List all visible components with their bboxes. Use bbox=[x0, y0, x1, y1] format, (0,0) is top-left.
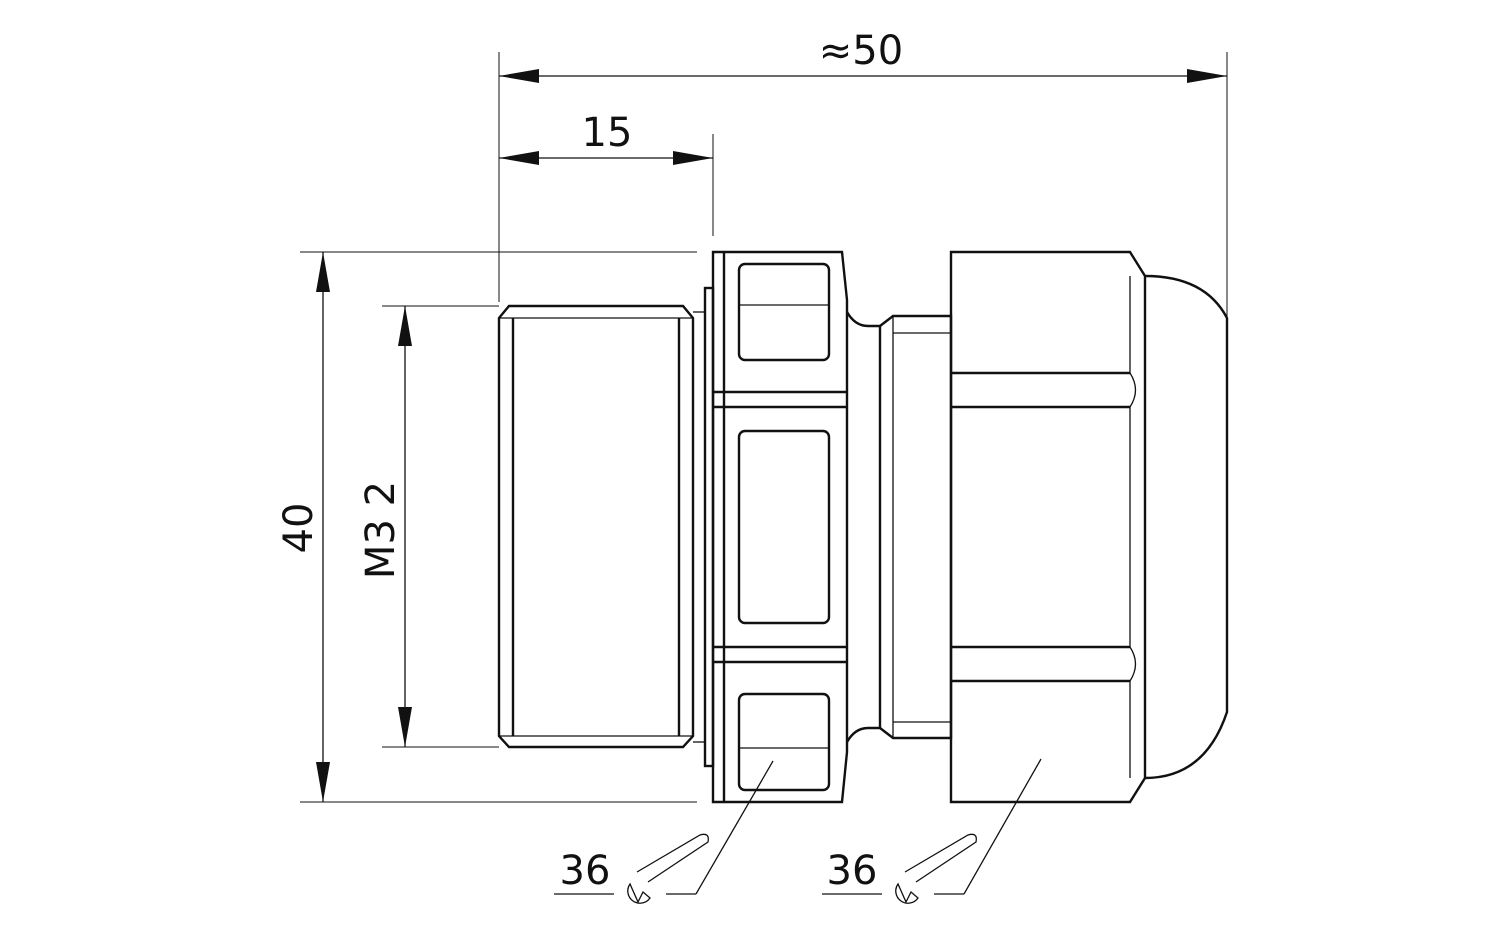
wrench-icon bbox=[627, 833, 709, 904]
cap-wrench-size-label: 36 bbox=[827, 848, 878, 894]
body-flat-middle bbox=[737, 429, 831, 625]
overall-length-label: ≈50 bbox=[819, 28, 903, 74]
neck-seal bbox=[845, 311, 953, 743]
thread-size-label: M3 2 bbox=[358, 481, 404, 579]
overall-height-dimension: 40 bbox=[276, 251, 697, 803]
wrench-callout-cap: 36 bbox=[822, 758, 1042, 904]
body-wrench-size-label: 36 bbox=[560, 848, 611, 894]
thread-section bbox=[497, 286, 715, 768]
overall-height-label: 40 bbox=[276, 503, 322, 554]
body-flat-bottom bbox=[737, 692, 831, 792]
overall-length-dimension: ≈50 bbox=[498, 28, 1228, 318]
body-hex bbox=[711, 250, 849, 804]
cap-nut-hex bbox=[949, 250, 1147, 804]
dome-cap bbox=[1144, 274, 1229, 780]
wrench-icon bbox=[895, 833, 977, 904]
thread-length-dimension: 15 bbox=[499, 110, 714, 236]
thread-length-label: 15 bbox=[582, 110, 633, 156]
thread-size-dimension: M3 2 bbox=[358, 305, 499, 748]
wrench-callout-body: 36 bbox=[554, 760, 774, 904]
body-flat-top bbox=[737, 262, 831, 362]
